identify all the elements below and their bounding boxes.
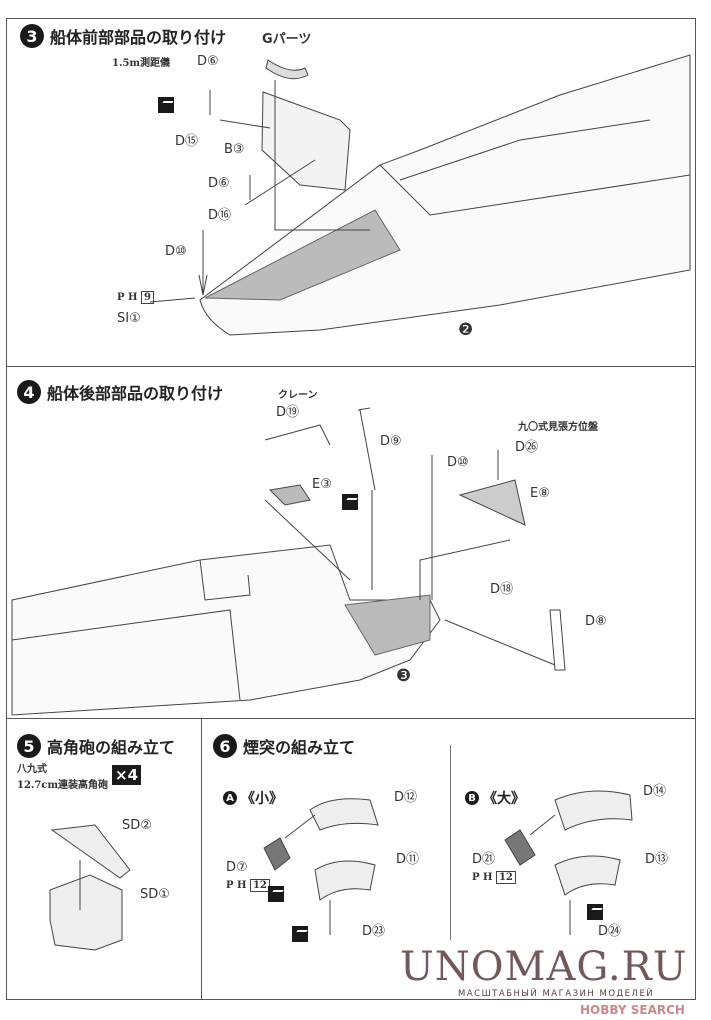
funnel-small-top: [309, 798, 379, 831]
gun-name-line-1: 八九式: [17, 764, 47, 775]
step-number: 4: [17, 380, 41, 404]
ph-number: 12: [495, 871, 516, 884]
size-label: 《小》: [241, 791, 283, 807]
quantity-badge: ×4: [112, 765, 142, 785]
funnel-small-base: [314, 860, 376, 901]
part-label: E⑧: [530, 486, 550, 501]
cement-glue-icon: [587, 904, 603, 920]
cement-glue-icon: [268, 886, 284, 902]
badge-b: B: [465, 791, 479, 805]
part-label: D⑲: [276, 405, 300, 420]
part-label: E③: [312, 477, 332, 492]
part-label: D⑫: [394, 790, 418, 805]
bridge-part-b3: [261, 91, 351, 191]
director-label: 九〇式見張方位盤: [518, 422, 598, 433]
funnel-large-base: [554, 855, 621, 896]
step-ref-label: ❸: [396, 666, 412, 686]
part-label: D⑥: [197, 54, 219, 69]
part-label: SD①: [140, 887, 170, 902]
step-title-text: 煙突の組み立て: [243, 738, 356, 757]
part-label: SI①: [117, 311, 141, 326]
step-ref-label: ❷: [458, 320, 474, 340]
step-number: 5: [17, 734, 41, 758]
cement-glue-icon: [158, 97, 174, 113]
ph-number: 12: [249, 879, 270, 892]
ph-text: P H: [117, 292, 138, 303]
stern-hull-drawing: [11, 544, 441, 716]
step-3-title: 3 船体前部部品の取り付け: [20, 24, 226, 48]
part-label: D⑨: [380, 434, 402, 449]
funnel-large-top: [554, 790, 633, 831]
badge-a: A: [223, 791, 237, 805]
size-label: 《大》: [483, 791, 525, 807]
g-part: [265, 59, 309, 80]
stern-deck-grid: [344, 594, 431, 656]
part-label: D㉓: [362, 924, 386, 939]
part-label: D⑥: [208, 176, 230, 191]
ph-label: P H 12: [472, 871, 516, 884]
part-label: D⑪: [396, 852, 420, 867]
rangefinder-label: 1.5m測距儀: [112, 58, 170, 69]
cement-glue-icon: [292, 926, 308, 942]
g-parts-label: Gパーツ: [262, 32, 312, 47]
part-label: SD②: [122, 818, 152, 833]
step-5-title: 5 高角砲の組み立て: [17, 734, 175, 758]
watermark-subtitle: МАСШТАБНЫЙ МАГАЗИН МОДЕЛЕЙ: [458, 989, 655, 999]
part-label: D⑱: [490, 582, 514, 597]
part-label: D⑭: [643, 784, 667, 799]
part-label: D⑬: [645, 852, 669, 867]
subassembly-a-label: A 《小》: [223, 788, 283, 808]
part-label: D㉔: [598, 924, 622, 939]
step-number: 6: [213, 734, 237, 758]
subassembly-b-label: B 《大》: [465, 788, 525, 808]
part-label: D㉑: [472, 852, 496, 867]
step-6-divider: [450, 745, 451, 940]
part-label: B③: [224, 142, 245, 157]
part-label: D⑧: [585, 614, 607, 629]
step-6-title: 6 煙突の組み立て: [213, 734, 355, 758]
crane-label: クレーン: [278, 390, 318, 401]
step-number: 3: [20, 24, 44, 48]
part-label: D⑩: [165, 244, 187, 259]
ph-label: P H 12: [226, 879, 270, 892]
gun-name-line-2: 12.7cm連装高角砲: [17, 780, 109, 791]
step-title-text: 高角砲の組み立て: [47, 738, 176, 757]
ph-number: 9: [140, 291, 154, 304]
part-label: D⑯: [208, 208, 232, 223]
gun-barrels: [50, 824, 131, 879]
watermark-logo: UNOMAG.RU: [400, 944, 688, 990]
bow-deck-grid: [204, 209, 401, 301]
source-watermark: HOBBY SEARCH: [580, 1003, 685, 1017]
step-title-text: 船体後部部品の取り付け: [47, 384, 224, 403]
part-label: D⑩: [447, 455, 469, 470]
step-6-panel: [201, 718, 696, 1000]
part-label: D⑦: [226, 860, 248, 875]
part-label: D⑮: [175, 134, 199, 149]
gun-mount: [49, 874, 123, 951]
ph-label: P H 9: [117, 291, 154, 304]
step-title-text: 船体前部部品の取り付け: [50, 28, 227, 47]
step-4-title: 4 船体後部部品の取り付け: [17, 380, 223, 404]
part-label: D㉖: [515, 440, 539, 455]
cement-glue-icon: [342, 494, 358, 510]
